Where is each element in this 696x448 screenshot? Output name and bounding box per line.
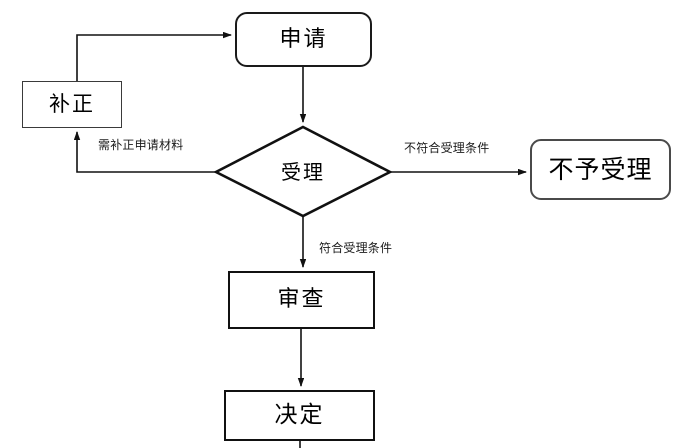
edge-label-need-correction: 需补正申请材料: [98, 138, 184, 152]
node-reject-label: 不予受理: [548, 155, 653, 184]
node-acceptance-label: 受理: [281, 159, 325, 184]
node-correction-label: 补正: [49, 92, 95, 116]
node-reject[interactable]: 不予受理: [530, 139, 671, 200]
node-application-label: 申请: [279, 26, 328, 52]
node-decision-label: 决定: [274, 402, 325, 428]
edge-label-not-qualified: 不符合受理条件: [404, 141, 490, 155]
node-review[interactable]: 审查: [228, 271, 375, 329]
node-decision[interactable]: 决定: [224, 390, 375, 441]
edge-acceptance-to-correction: [73, 131, 216, 173]
node-review-label: 审查: [277, 287, 326, 312]
node-correction[interactable]: 补正: [22, 81, 122, 128]
node-acceptance[interactable]: 受理: [214, 126, 392, 217]
edge-correction-to-application: [76, 31, 232, 81]
node-application[interactable]: 申请: [235, 12, 372, 67]
edge-label-qualified: 符合受理条件: [319, 241, 393, 255]
